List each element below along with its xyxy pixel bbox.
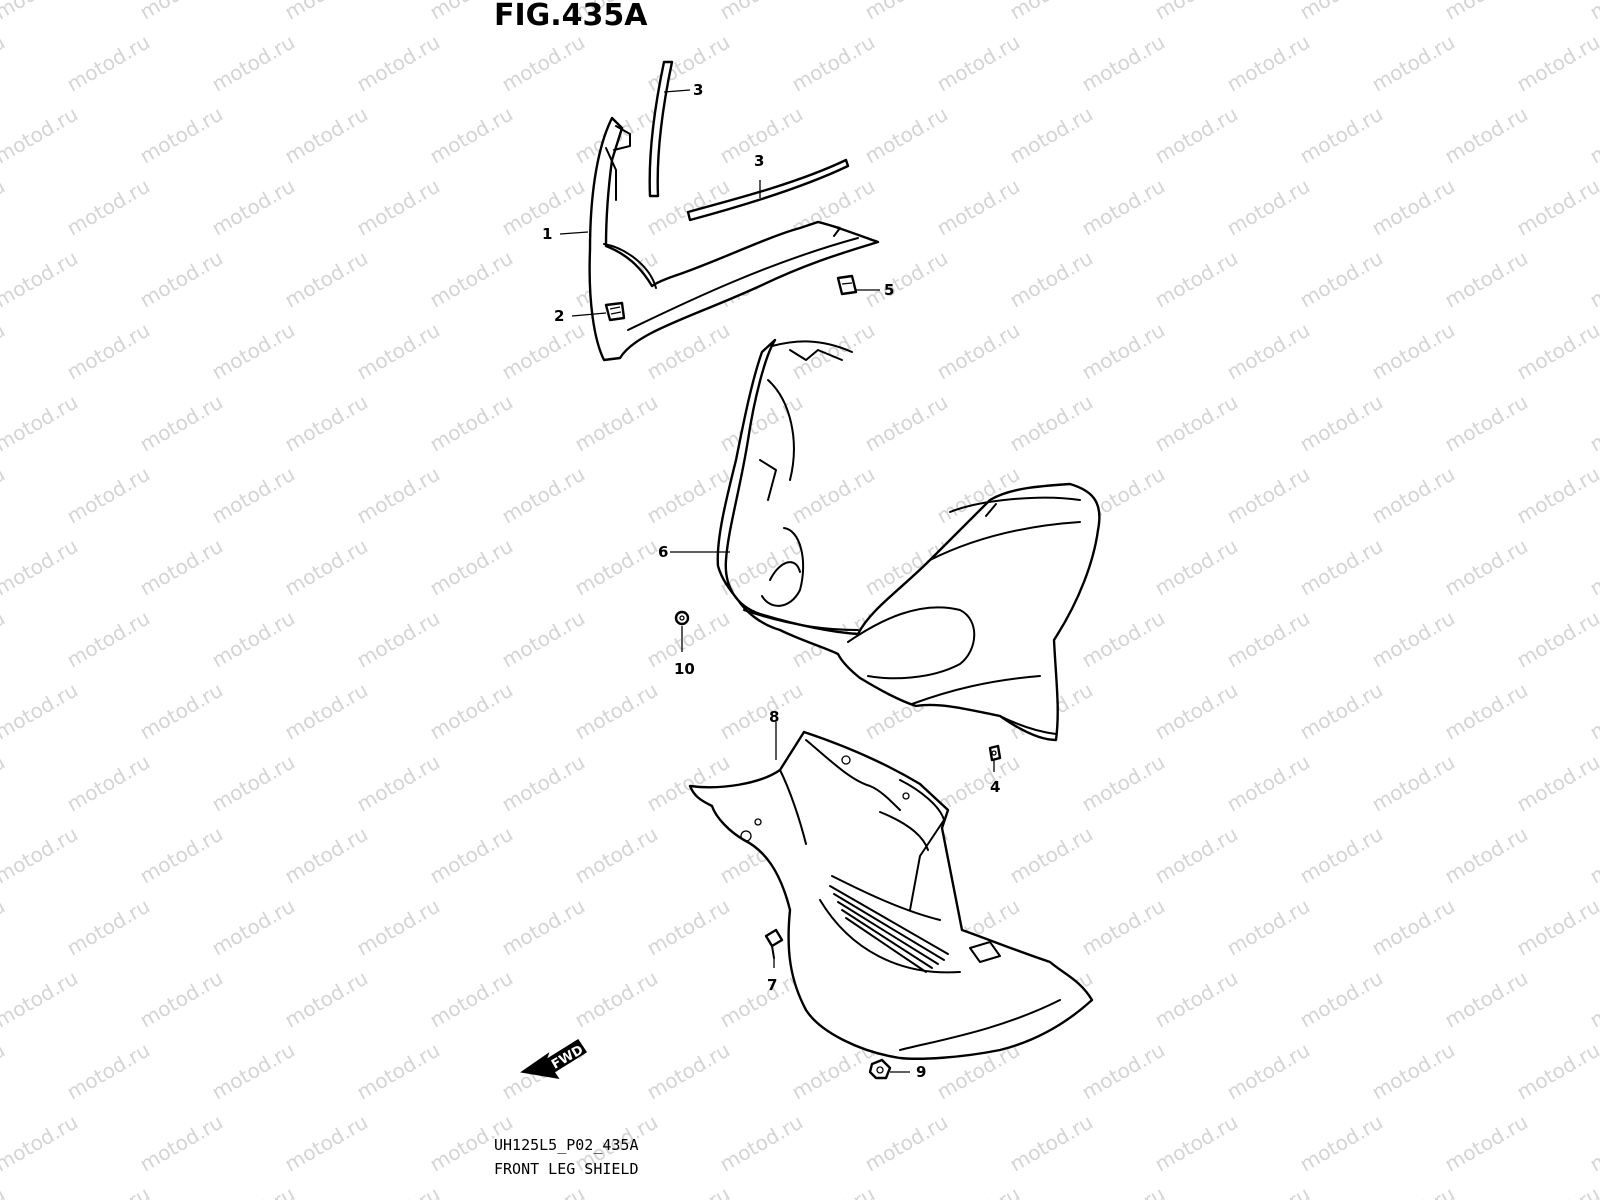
figure-name: FRONT LEG SHIELD <box>494 1160 639 1178</box>
callout-3a: 3 <box>693 81 703 99</box>
callout-2: 2 <box>554 307 564 325</box>
part-5-clip <box>836 274 858 296</box>
part-3-trim-horizontal <box>686 158 850 222</box>
part-7-screw <box>764 928 784 959</box>
part-9-nut <box>868 1058 892 1080</box>
callout-10: 10 <box>674 660 695 678</box>
callout-1: 1 <box>542 225 552 243</box>
part-4-clip <box>988 744 1002 762</box>
leader-lines <box>559 89 995 1073</box>
callout-7: 7 <box>767 976 777 994</box>
part-2-emblem <box>604 301 626 322</box>
figure-title: FIG.435A <box>494 0 648 33</box>
callout-4: 4 <box>990 778 1000 796</box>
fwd-arrow-icon: FWD <box>520 1038 588 1080</box>
callout-6: 6 <box>658 543 668 561</box>
callout-9: 9 <box>916 1063 926 1081</box>
figure-code: UH125L5_P02_435A <box>494 1136 639 1154</box>
part-1-front-cover <box>588 116 880 362</box>
part-6-leg-shield <box>716 338 1101 742</box>
part-8-lower-cover <box>688 730 1094 1060</box>
callout-5: 5 <box>884 281 894 299</box>
part-10-grommet <box>674 610 690 626</box>
callout-3b: 3 <box>754 152 764 170</box>
callout-8: 8 <box>769 708 779 726</box>
part-3-trim-vertical <box>648 60 674 198</box>
